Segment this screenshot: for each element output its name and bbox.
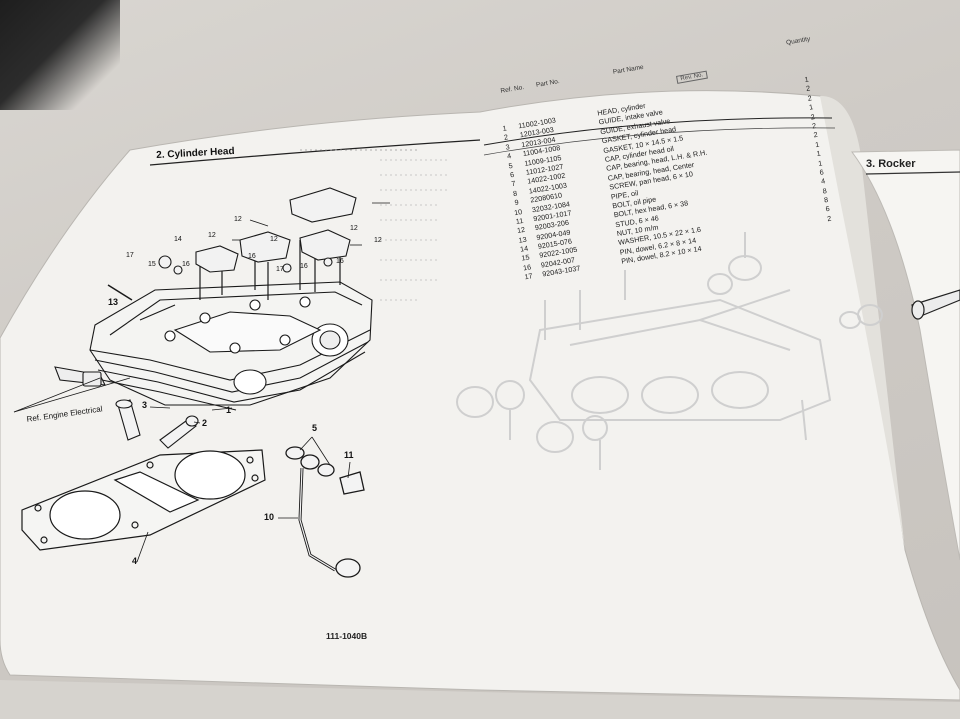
callout-16: 16 — [182, 261, 190, 268]
faint-show-through-diagram — [456, 232, 883, 470]
rocker-bolt-drawing — [911, 289, 960, 320]
oil-pipe-drawing — [285, 446, 365, 578]
callout-12: 12 — [270, 236, 278, 243]
cylinder-head-drawing — [89, 281, 373, 411]
callout-17: 17 — [276, 266, 284, 273]
bearing-caps-drawing — [158, 187, 357, 275]
callout-11: 11 — [344, 450, 354, 460]
callout-13: 13 — [108, 297, 119, 307]
callout-4: 4 — [132, 556, 138, 566]
callout-17: 17 — [126, 252, 134, 259]
dark-corner-shadow — [0, 0, 120, 110]
callout-12: 12 — [208, 232, 216, 239]
page-fold-shading — [820, 95, 905, 550]
callout-10: 10 — [264, 512, 275, 522]
callout-5: 5 — [312, 423, 318, 433]
callout-16: 16 — [248, 253, 256, 260]
next-section-title: 3. Rocker — [866, 158, 916, 170]
callout-12: 12 — [374, 237, 382, 244]
callout-12: 12 — [234, 216, 242, 223]
callout-12: 12 — [350, 225, 358, 232]
callout-15: 15 — [148, 261, 156, 268]
callout-16: 16 — [336, 258, 344, 265]
callout-1: 1 — [226, 405, 232, 415]
callout-2: 2 — [202, 418, 208, 428]
spark-plug-drawing — [54, 366, 106, 387]
callout-16: 16 — [300, 263, 308, 270]
callout-14: 14 — [174, 236, 182, 243]
page-footer-code: 111-1040B — [326, 631, 368, 641]
valve-guides-drawing — [115, 399, 199, 449]
page-right-sheet — [851, 149, 960, 561]
head-gasket-drawing — [21, 449, 266, 551]
callout-3: 3 — [142, 400, 148, 410]
